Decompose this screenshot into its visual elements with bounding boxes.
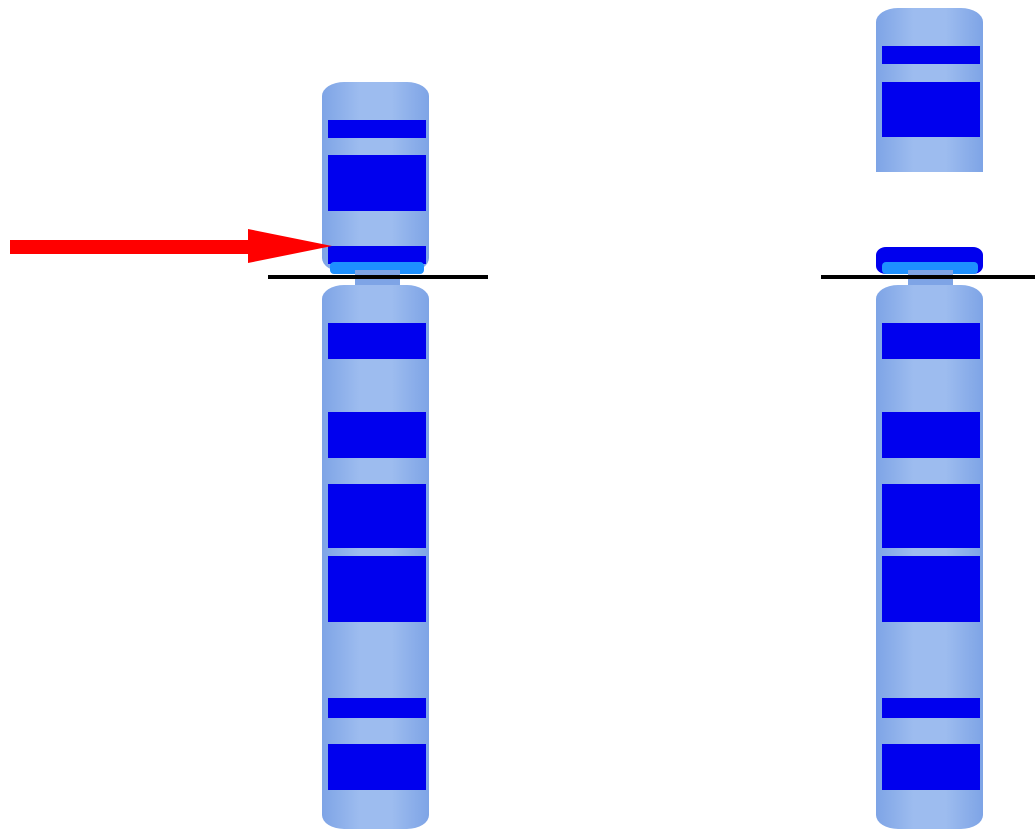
dark-band	[882, 484, 980, 548]
dark-band	[882, 412, 980, 458]
arrow-shaft	[10, 240, 254, 254]
dark-band	[328, 155, 426, 211]
dark-band	[882, 744, 980, 790]
short-arm-normal	[322, 82, 429, 274]
long-arm-normal	[322, 285, 429, 829]
centromere-band	[882, 262, 978, 274]
arrow-head	[248, 229, 332, 263]
dark-band	[328, 412, 426, 458]
chromosome-normal	[268, 82, 488, 829]
dark-band	[882, 698, 980, 718]
long-arm-deleted	[876, 285, 983, 829]
dark-band	[328, 246, 426, 264]
arm-body-flat-end	[876, 150, 983, 172]
red-arrow	[10, 229, 332, 263]
dark-band	[328, 744, 426, 790]
dark-band	[882, 556, 980, 622]
short-arm-fragment-lower	[876, 247, 983, 274]
dark-band	[328, 484, 426, 548]
dark-band	[882, 323, 980, 359]
dark-band	[328, 698, 426, 718]
dark-band	[882, 82, 980, 137]
dark-band	[328, 323, 426, 359]
dark-band	[328, 556, 426, 622]
short-arm-fragment-upper	[876, 8, 983, 172]
centromere-band	[330, 262, 424, 274]
dark-band	[882, 46, 980, 64]
chromosome-deleted	[821, 8, 1035, 829]
dark-band	[328, 120, 426, 138]
